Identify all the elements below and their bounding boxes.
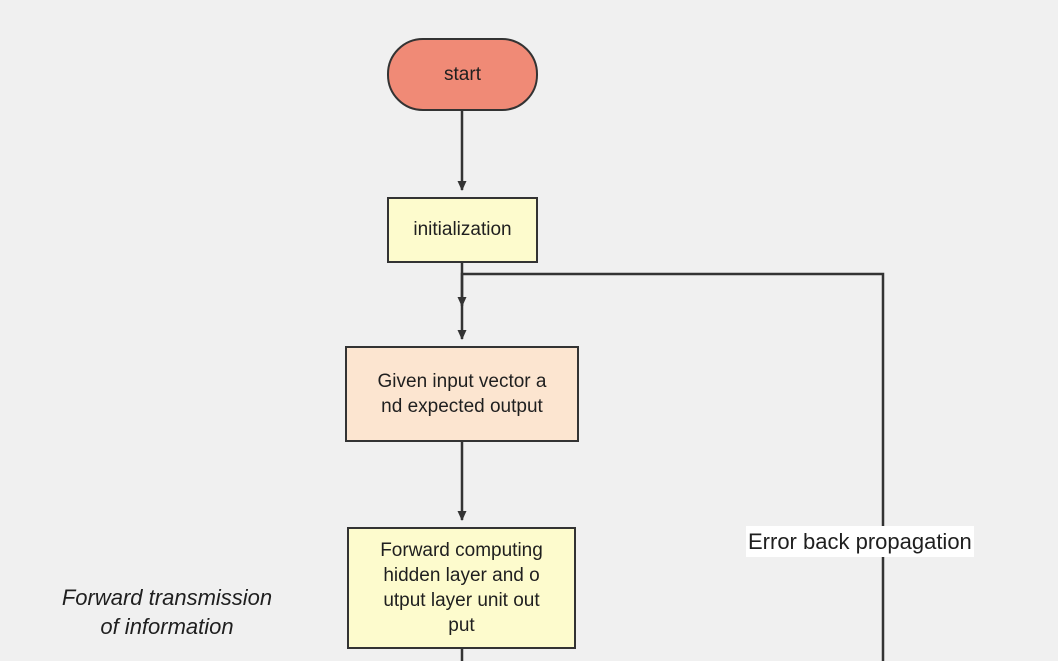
edge-feedback-loop: [457, 272, 885, 661]
label-forward-transmission-of-information: Forward transmission of information: [61, 585, 273, 640]
node-forward-computing[interactable]: Forward computing hidden layer and o utp…: [347, 527, 576, 649]
label-error-back-propagation: Error back propagation: [746, 526, 974, 558]
node-given-input[interactable]: Given input vector a nd expected output: [345, 346, 579, 442]
node-start[interactable]: start: [387, 38, 538, 111]
node-initialization[interactable]: initialization: [387, 197, 538, 263]
